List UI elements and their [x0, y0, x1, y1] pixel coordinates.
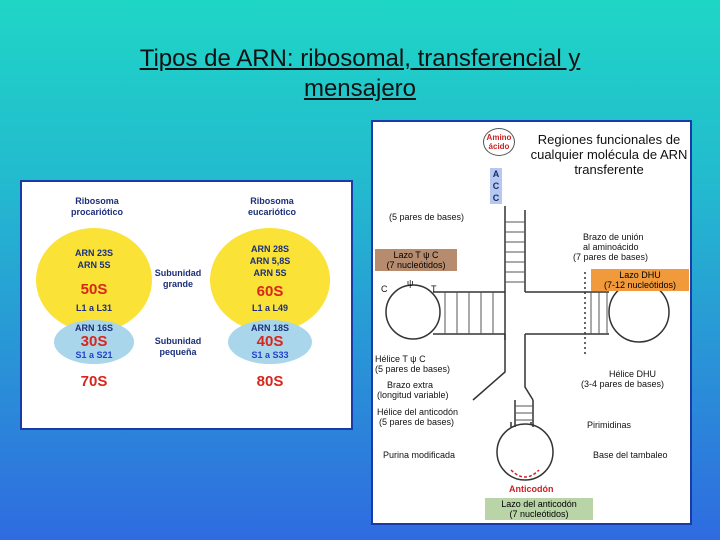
tpc-loop-box: Lazo T ψ C (7 nucleótidos) [375, 249, 457, 271]
tpc-helix-line1: Hélice T ψ C [375, 354, 426, 364]
slide-title-line1: Tipos de ARN: ribosomal, transferencial … [139, 45, 581, 72]
euk-large-rna-1: ARN 28S [250, 244, 289, 254]
prok-large-rna-2: ARN 5S [77, 260, 111, 270]
dhu-loop-box: Lazo DHU (7-12 nucleótidos) [591, 269, 689, 291]
euk-large-proteins: L1 a L49 [251, 303, 289, 313]
acceptor-letter-c2: C [490, 192, 502, 204]
prok-large-rna-1: ARN 23S [74, 248, 113, 258]
wobble-base-label: Base del tambaleo [593, 450, 668, 460]
euk-large-subunit [210, 228, 330, 332]
tpc-loop-line1: Lazo T ψ C [393, 250, 439, 260]
euk-header: Ribosoma eucariótico [247, 196, 296, 217]
anticodon-loop-line1: Lazo del anticodón [501, 499, 577, 509]
amino-arm-line2: al aminoácido [583, 242, 639, 252]
small-subunit-label: Subunidad pequeña [154, 336, 202, 357]
modified-purine-label: Purina modificada [383, 450, 456, 460]
trna-panel: Regiones funcionales de cualquier molécu… [371, 120, 692, 525]
pyrimidines-label: Pirimidinas [587, 420, 632, 430]
acceptor-letter-a: A [490, 168, 502, 180]
dhu-loop-line2: (7-12 nucleótidos) [603, 280, 677, 290]
prok-header: Ribosoma procariótico [70, 196, 123, 217]
euk-small-s: 40S [256, 333, 284, 350]
tpc-loop-line2: (7 nucleótidos) [386, 260, 446, 270]
amino-arm-line1: Brazo de unión [583, 232, 644, 242]
slide-title-line2: mensajero [303, 75, 417, 102]
prok-small-proteins: S1 a S21 [75, 350, 113, 360]
euk-small-proteins: S1 a S33 [251, 350, 289, 360]
prok-small-rna: ARN 16S [74, 323, 113, 333]
trna-structure-drawing [385, 206, 670, 481]
ribosome-panel: Ribosoma procariótico Ribosoma eucarióti… [20, 180, 353, 430]
euk-small-rna: ARN 18S [250, 323, 289, 333]
euk-large-s: 60S [256, 283, 284, 300]
prok-large-subunit [36, 228, 152, 332]
tpc-loop-letter-t: T [431, 284, 437, 294]
euk-total: 80S [256, 373, 284, 390]
anticodon-label: Anticodón [509, 484, 554, 494]
large-subunit-label: Subunidad grande [154, 268, 202, 289]
anticodon-loop-line2: (7 nucleótidos) [509, 509, 569, 519]
tpc-helix-line2: (5 pares de bases) [375, 364, 451, 374]
extra-arm-line2: (longitud variable) [377, 390, 449, 400]
amino-acid: Amino ácido [483, 128, 515, 156]
euk-large-rna-2: ARN 5,8S [249, 256, 291, 266]
prok-small-subunit [54, 320, 134, 364]
acceptor-stem-label: (5 pares de bases) [389, 212, 465, 222]
dhu-helix-line2: (3-4 pares de bases) [581, 379, 665, 389]
slide-title: Tipos de ARN: ribosomal, transferencial … [40, 44, 680, 104]
prok-small-s: 30S [80, 333, 108, 350]
trna-heading: Regiones funcionales de cualquier molécu… [530, 132, 688, 177]
prok-large-s: 50S [80, 281, 108, 298]
extra-arm-line1: Brazo extra [387, 380, 434, 390]
tpc-loop-letter-c: C [381, 284, 388, 294]
tpc-loop-letter-psi: ψ [407, 278, 414, 288]
dhu-loop-line1: Lazo DHU [619, 270, 661, 280]
euk-large-rna-3: ARN 5S [253, 268, 287, 278]
prok-total: 70S [80, 373, 108, 390]
prok-large-proteins: L1 a L31 [75, 303, 113, 313]
amino-arm-line3: (7 pares de bases) [573, 252, 649, 262]
dhu-helix-line1: Hélice DHU [609, 369, 657, 379]
euk-small-subunit [228, 320, 312, 364]
anticodon-helix-line1: Hélice del anticodón [377, 407, 459, 417]
anticodon-helix-line2: (5 pares de bases) [379, 417, 455, 427]
acceptor-letter-c1: C [490, 180, 502, 192]
anticodon-loop-box: Lazo del anticodón (7 nucleótidos) [485, 498, 593, 520]
